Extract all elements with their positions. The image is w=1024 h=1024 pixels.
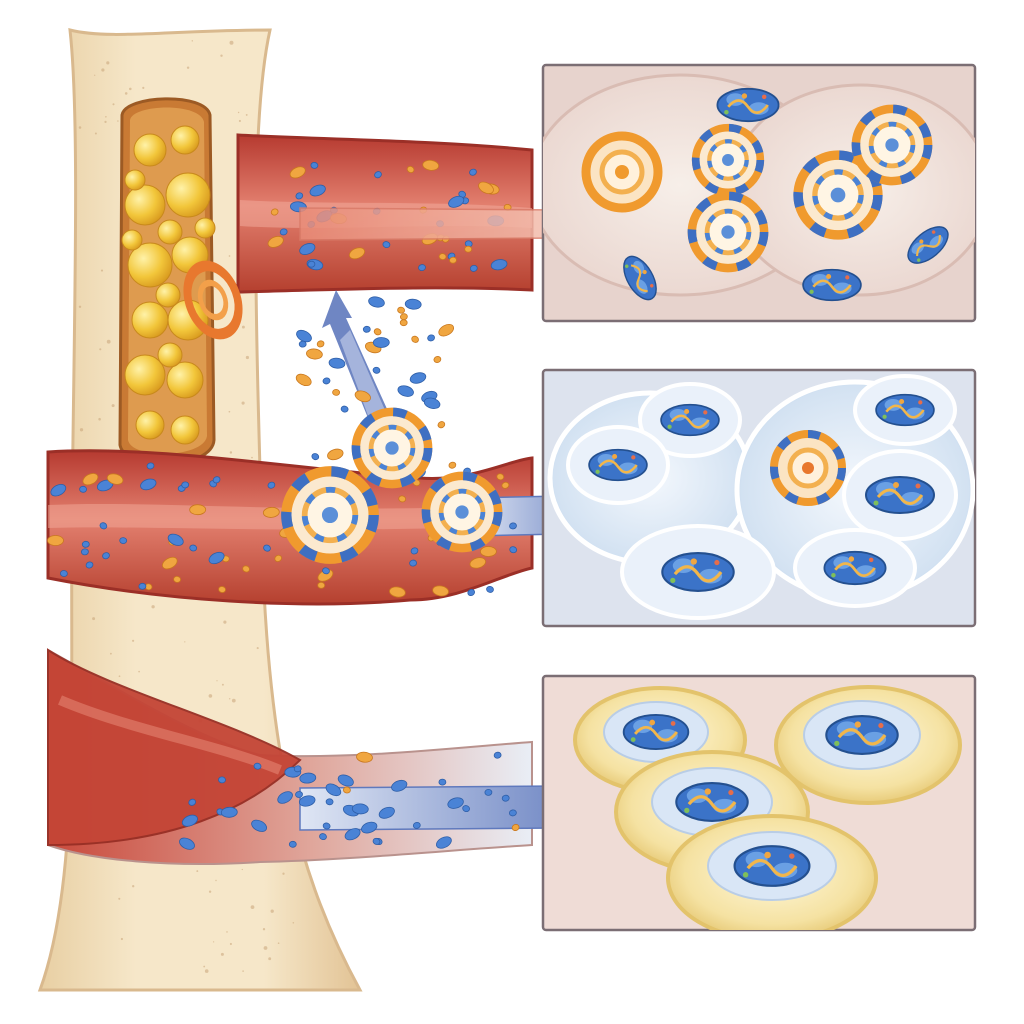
fat-globules xyxy=(121,125,216,445)
panel-bottom xyxy=(541,674,977,932)
mitochondria-icon xyxy=(622,713,690,751)
mitochondria-icon xyxy=(874,393,936,427)
cell-ring-icon xyxy=(356,412,428,484)
mitochondria-icon xyxy=(716,87,780,123)
blood-vessel-bottom xyxy=(47,648,614,865)
blood-vessel-top xyxy=(183,133,610,340)
mitochondria-icon xyxy=(587,448,649,482)
cell-ring-icon xyxy=(581,131,663,213)
mitochondria-icon xyxy=(823,550,887,586)
mitochondria-icon xyxy=(864,475,936,515)
cell-ring-icon xyxy=(692,196,764,268)
cell-ring-icon xyxy=(286,471,373,558)
mitochondria-icon xyxy=(801,268,863,302)
mitochondria-icon xyxy=(660,551,736,593)
blood-vessel-middle xyxy=(46,412,614,606)
mitochondria-icon xyxy=(824,714,900,756)
mitochondria-icon xyxy=(732,844,812,888)
mitochondria-icon xyxy=(659,403,721,437)
cell-ring-icon xyxy=(696,128,761,193)
cell-ring-icon xyxy=(856,109,928,181)
cell-ring-icon xyxy=(426,476,498,548)
cell-ring-icon xyxy=(770,430,846,506)
panel-middle xyxy=(541,368,977,628)
cell-ring-icon xyxy=(183,260,243,340)
panel-top xyxy=(541,63,977,323)
mitochondria-icon xyxy=(674,781,750,823)
particle-icon xyxy=(179,751,520,850)
